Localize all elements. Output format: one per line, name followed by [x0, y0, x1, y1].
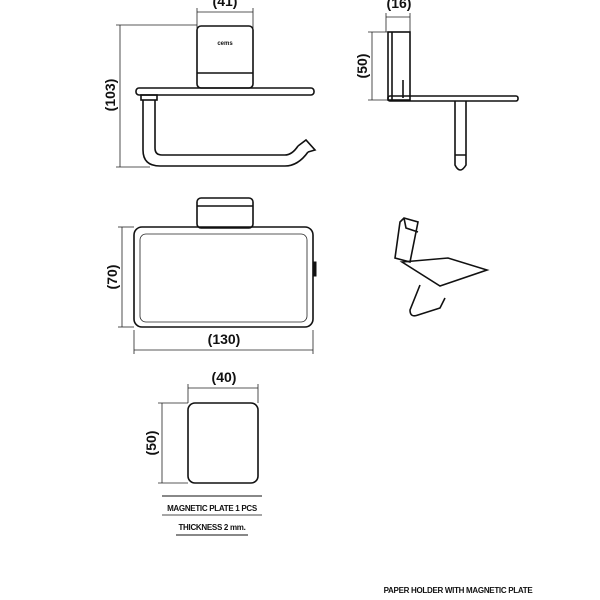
- side-view: (16) (50): [354, 0, 519, 171]
- top-shelf: [133, 226, 314, 328]
- drawing-title: PAPER HOLDER WITH MAGNETIC PLATE: [384, 586, 534, 595]
- top-mount-block: [196, 197, 254, 229]
- side-arm: [454, 101, 467, 171]
- dim-label-103: (103): [102, 79, 118, 112]
- shelf: [135, 87, 315, 96]
- thickness-note: THICKNESS 2 mm.: [178, 523, 245, 532]
- dim-label-41: (41): [213, 0, 238, 9]
- dim-label-40: (40): [212, 369, 237, 385]
- dim-label-50-side: (50): [354, 54, 370, 79]
- front-view: (41) cems (103): [102, 0, 317, 168]
- iso-shelf: [399, 257, 490, 287]
- mount-block: [196, 25, 254, 89]
- dim-label-70: (70): [104, 265, 120, 290]
- paper-arm: [142, 100, 309, 167]
- side-shelf: [387, 95, 519, 102]
- brand-logo: cems: [217, 41, 233, 47]
- magnetic-plate: [187, 402, 259, 484]
- top-view: (70) (130): [104, 197, 317, 354]
- quantity-note: MAGNETIC PLATE 1 PCS: [167, 504, 258, 513]
- dim-label-130: (130): [208, 331, 241, 347]
- side-mount-block: [387, 31, 411, 101]
- dim-label-16: (16): [387, 0, 412, 11]
- magnetic-plate-view: (40) (50) MAGNETIC PLATE 1 PCS THICKNESS…: [143, 369, 262, 536]
- isometric-view: [394, 217, 490, 317]
- dim-label-50-plate: (50): [143, 431, 159, 456]
